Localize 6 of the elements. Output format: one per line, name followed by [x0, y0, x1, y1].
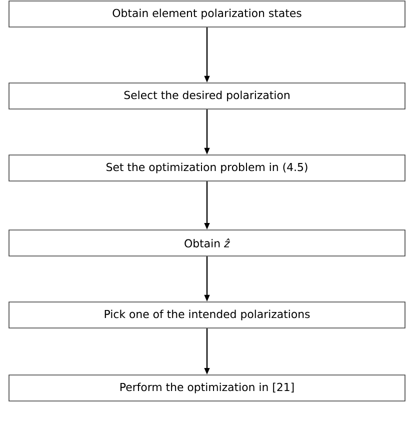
process-box: Select the desired polarization — [8, 82, 406, 110]
process-box: Perform the optimization in [21] — [8, 374, 406, 402]
process-box: Set the optimization problem in (4.5) — [8, 154, 406, 182]
process-box: Obtain element polarization states — [8, 0, 406, 28]
process-box: Obtain ẑ — [8, 230, 406, 256]
process-box: Pick one of the intended polarizations — [8, 302, 406, 328]
